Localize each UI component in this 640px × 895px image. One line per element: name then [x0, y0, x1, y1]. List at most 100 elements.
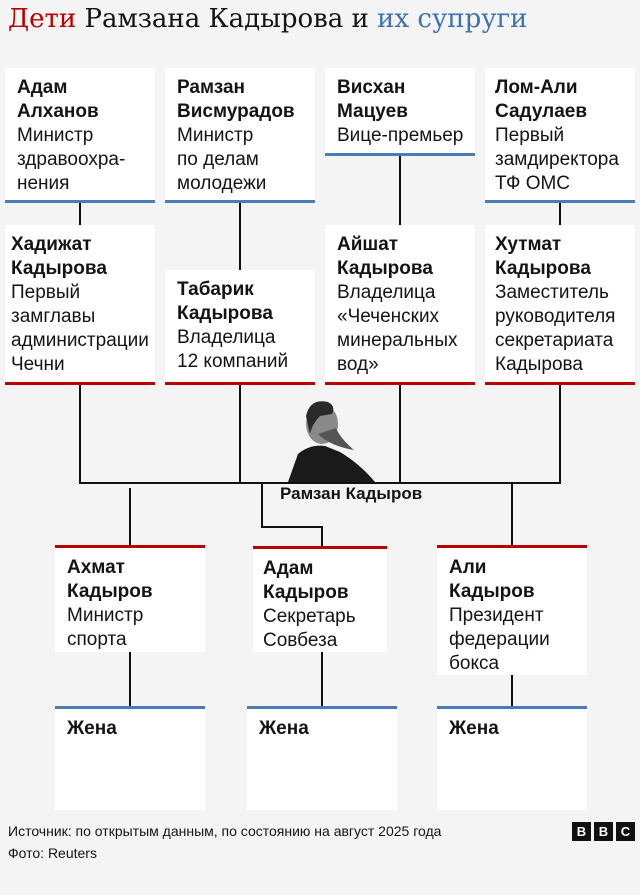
text-line: Жена — [67, 718, 117, 739]
text-line: Ахмат — [67, 557, 125, 578]
connector — [559, 383, 561, 484]
text-line: C — [616, 822, 635, 841]
text-line: руководителя — [495, 306, 616, 327]
text-line: Первый — [11, 282, 81, 303]
text-line: Лом-Али — [495, 77, 578, 98]
text-line: Кадырова — [495, 258, 591, 279]
text-line: Рамзан — [177, 77, 246, 98]
text-line: Кадырова — [337, 258, 433, 279]
text-line: молодежи — [177, 173, 267, 194]
text-line: «Чеченских — [337, 306, 440, 327]
connector — [511, 675, 513, 707]
connector — [129, 488, 131, 546]
center-person-name: Рамзан Кадыров — [280, 484, 423, 503]
text-line: Министр — [17, 125, 94, 146]
text-line: замдиректора — [495, 149, 619, 170]
text-line: замглавы — [11, 306, 96, 327]
text-line: Адам — [17, 77, 68, 98]
wife-card: Жена — [55, 706, 205, 810]
text-line: Кадырова — [177, 303, 273, 324]
text-line: B — [572, 822, 591, 841]
connector — [79, 383, 81, 484]
text-line: Кадыров — [67, 581, 153, 602]
text-line: Висмурадов — [177, 101, 295, 122]
text-line: Кадырова — [11, 258, 107, 279]
text-line: Кадырова — [495, 354, 583, 375]
text-line: Садулаев — [495, 101, 588, 122]
text-line: Секретарь — [263, 606, 356, 627]
text-line: здравоохра- — [17, 149, 126, 170]
text-line: Висхан — [337, 77, 406, 98]
text-line: Кадыров — [449, 581, 535, 602]
wife-card: Жена — [437, 706, 587, 810]
connector — [321, 526, 323, 546]
connector — [239, 383, 241, 484]
text-line: Хадижат — [11, 234, 92, 255]
text-line: Заместитель — [495, 282, 609, 303]
connector — [399, 383, 401, 484]
text-line: минеральных — [337, 330, 458, 351]
connector — [239, 200, 241, 270]
text-line: их супруги — [377, 4, 528, 34]
text-line: по делам — [177, 149, 259, 170]
connector — [261, 483, 263, 528]
connector — [129, 652, 131, 707]
text-line: Дети — [8, 4, 77, 34]
text-line: Жена — [449, 718, 499, 739]
text-line: Министр — [67, 605, 144, 626]
text-line: ТФ ОМС — [495, 173, 571, 194]
text-line: спорта — [67, 629, 127, 650]
source-note: Источник: по открытым данным, по состоян… — [8, 823, 442, 839]
text-line: Алханов — [17, 101, 99, 122]
footer: Источник: по открытым данным, по состоян… — [8, 820, 441, 864]
text-line: 12 компаний — [177, 351, 289, 372]
page-title: Дети Рамзана Кадырова и их супруги — [8, 4, 527, 34]
text-line: вод» — [337, 354, 379, 375]
text-line: секретариата — [495, 330, 614, 351]
connector — [511, 483, 513, 546]
photo-credit: Фото: Reuters — [8, 845, 97, 861]
text-line: Президент — [449, 605, 544, 626]
text-line: Табарик — [177, 279, 254, 300]
text-line: B — [594, 822, 613, 841]
connector — [559, 200, 561, 225]
text-line: Владелица — [177, 327, 276, 348]
connector — [321, 652, 323, 707]
connector — [79, 482, 561, 484]
text-line: федерации — [449, 629, 550, 650]
connector — [79, 200, 81, 225]
text-line: Первый — [495, 125, 565, 146]
connector — [261, 526, 323, 528]
text-line: нения — [17, 173, 70, 194]
text-line: Рамзана Кадырова и — [76, 4, 378, 34]
text-line: Мацуев — [337, 101, 408, 122]
wife-card: Жена — [247, 706, 397, 810]
text-line: Жена — [259, 718, 309, 739]
text-line: Владелица — [337, 282, 436, 303]
text-line: Адам — [263, 558, 314, 579]
text-line: Совбеза — [263, 630, 338, 651]
text-line: Чечни — [11, 354, 65, 375]
ramzan-kadyrov-photo — [288, 401, 375, 482]
text-line: бокса — [449, 653, 500, 674]
connector — [399, 153, 401, 225]
text-line: администрации — [11, 330, 149, 351]
text-line: Вице-премьер — [337, 125, 464, 146]
text-line: Кадыров — [263, 582, 349, 603]
text-line: Айшат — [337, 234, 399, 255]
text-line: Хутмат — [495, 234, 562, 255]
text-line: Министр — [177, 125, 254, 146]
text-line: Али — [449, 557, 487, 578]
